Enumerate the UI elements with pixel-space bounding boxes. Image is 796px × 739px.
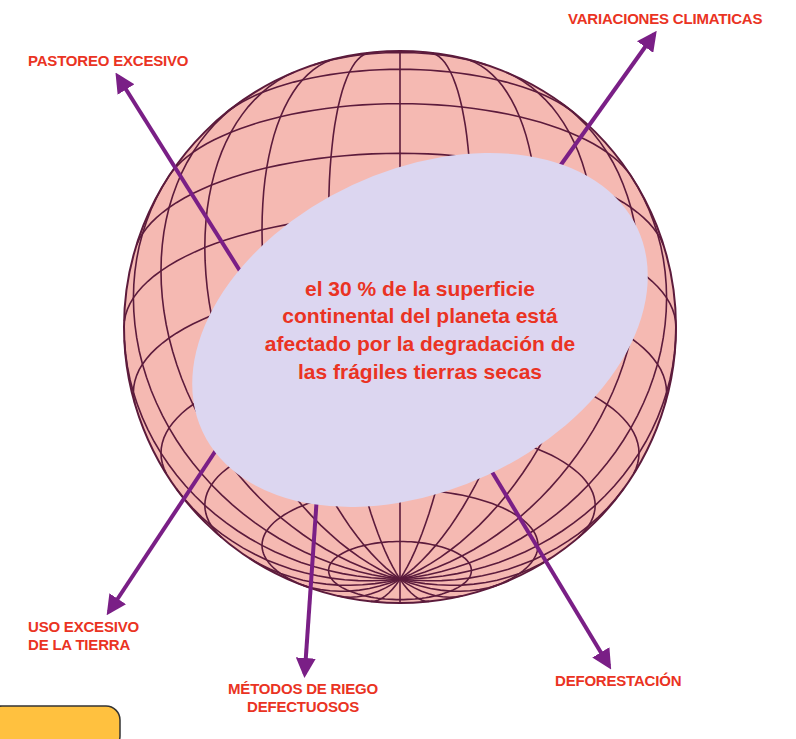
cause-text: DEFORESTACIÓN (555, 672, 681, 690)
grid-line (329, 542, 472, 600)
corner-tab (0, 706, 120, 739)
central-ellipse: el 30 % de la superficie continental del… (170, 160, 670, 500)
grid-line (313, 53, 487, 66)
cause-text: PASTOREO EXCESIVO (28, 52, 188, 70)
central-statement: el 30 % de la superficie continental del… (260, 275, 580, 386)
grid-line (400, 558, 550, 585)
grid-line (226, 69, 574, 112)
ellipse-shape (170, 160, 670, 500)
cause-label: MÉTODOS DE RIEGO DEFECTUOSOS (228, 680, 378, 716)
grid-line (400, 579, 498, 591)
cause-label: PASTOREO EXCESIVO (28, 52, 188, 70)
cause-text: MÉTODOS DE RIEGO DEFECTUOSOS (228, 680, 378, 716)
double-arrow (480, 452, 609, 666)
double-arrow (118, 76, 252, 290)
grid-line (262, 489, 538, 587)
cause-text: USO EXCESIVO DE LA TIERRA (28, 618, 158, 654)
ellipse-fill (135, 84, 705, 577)
cause-label: USO EXCESIVO DE LA TIERRA (28, 618, 158, 654)
cause-label: DEFORESTACIÓN (555, 672, 681, 690)
cause-label: VARIACIONES CLIMATICAS (568, 10, 762, 28)
grid-line (400, 579, 463, 597)
cause-text: VARIACIONES CLIMATICAS (568, 10, 762, 28)
